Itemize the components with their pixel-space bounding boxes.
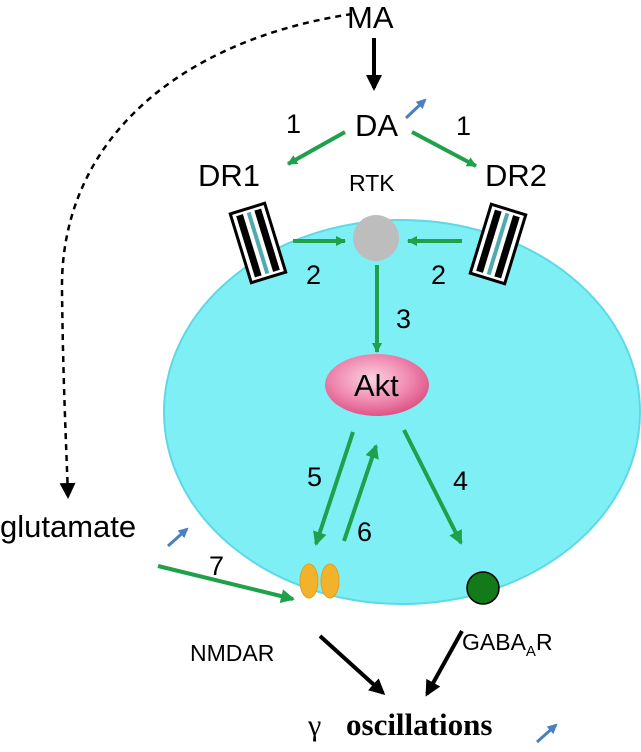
node-akt: Akt (354, 368, 399, 403)
node-nmdar: NMDAR (190, 640, 274, 666)
glutamate-to-nmdar-arrow (157, 564, 295, 603)
gabaar-receptor-icon (466, 571, 500, 605)
node-glutamate: glutamate (0, 509, 136, 544)
dr2-receptor-icon (468, 202, 528, 286)
node-ma: MA (347, 0, 394, 35)
gabaar-to-oscillations-arrow (425, 630, 464, 697)
oscillations-label: oscillations (346, 707, 492, 742)
akt-to-nmdar-arrow (313, 431, 355, 546)
node-da: DA (355, 108, 398, 143)
dr1-receptor-icon (228, 201, 288, 285)
step-1-left: 1 (286, 109, 301, 139)
step-7: 7 (209, 551, 224, 581)
rtk-circle (353, 215, 399, 261)
step-1-right: 1 (456, 111, 471, 141)
step-2-right: 2 (431, 260, 446, 290)
node-rtk: RTK (349, 170, 395, 196)
da-to-dr1-arrow (287, 130, 346, 166)
node-dr2: DR2 (485, 158, 547, 193)
da-increase-arrow-icon (404, 98, 427, 120)
step-2-left: 2 (306, 260, 321, 290)
gamma-symbol: γ (307, 709, 321, 742)
nmdar-to-oscillations-arrow (318, 634, 386, 696)
nmdar-to-akt-arrow (342, 444, 379, 542)
nmdar-receptor-icon (299, 563, 340, 599)
glutamate-increase-arrow-icon (166, 527, 189, 548)
node-dr1: DR1 (198, 158, 260, 193)
ma-to-glutamate-dashed-arrow (59, 12, 353, 499)
akt-node (325, 354, 429, 416)
da-to-dr2-arrow (411, 130, 477, 168)
step-3: 3 (396, 304, 411, 334)
step-6: 6 (357, 517, 372, 547)
akt-to-gabaar-arrow (402, 429, 463, 545)
oscillations-increase-arrow-icon (535, 723, 558, 744)
step-4: 4 (453, 466, 468, 496)
node-gabaar: GABAAR (462, 629, 553, 660)
step-5: 5 (307, 462, 322, 492)
